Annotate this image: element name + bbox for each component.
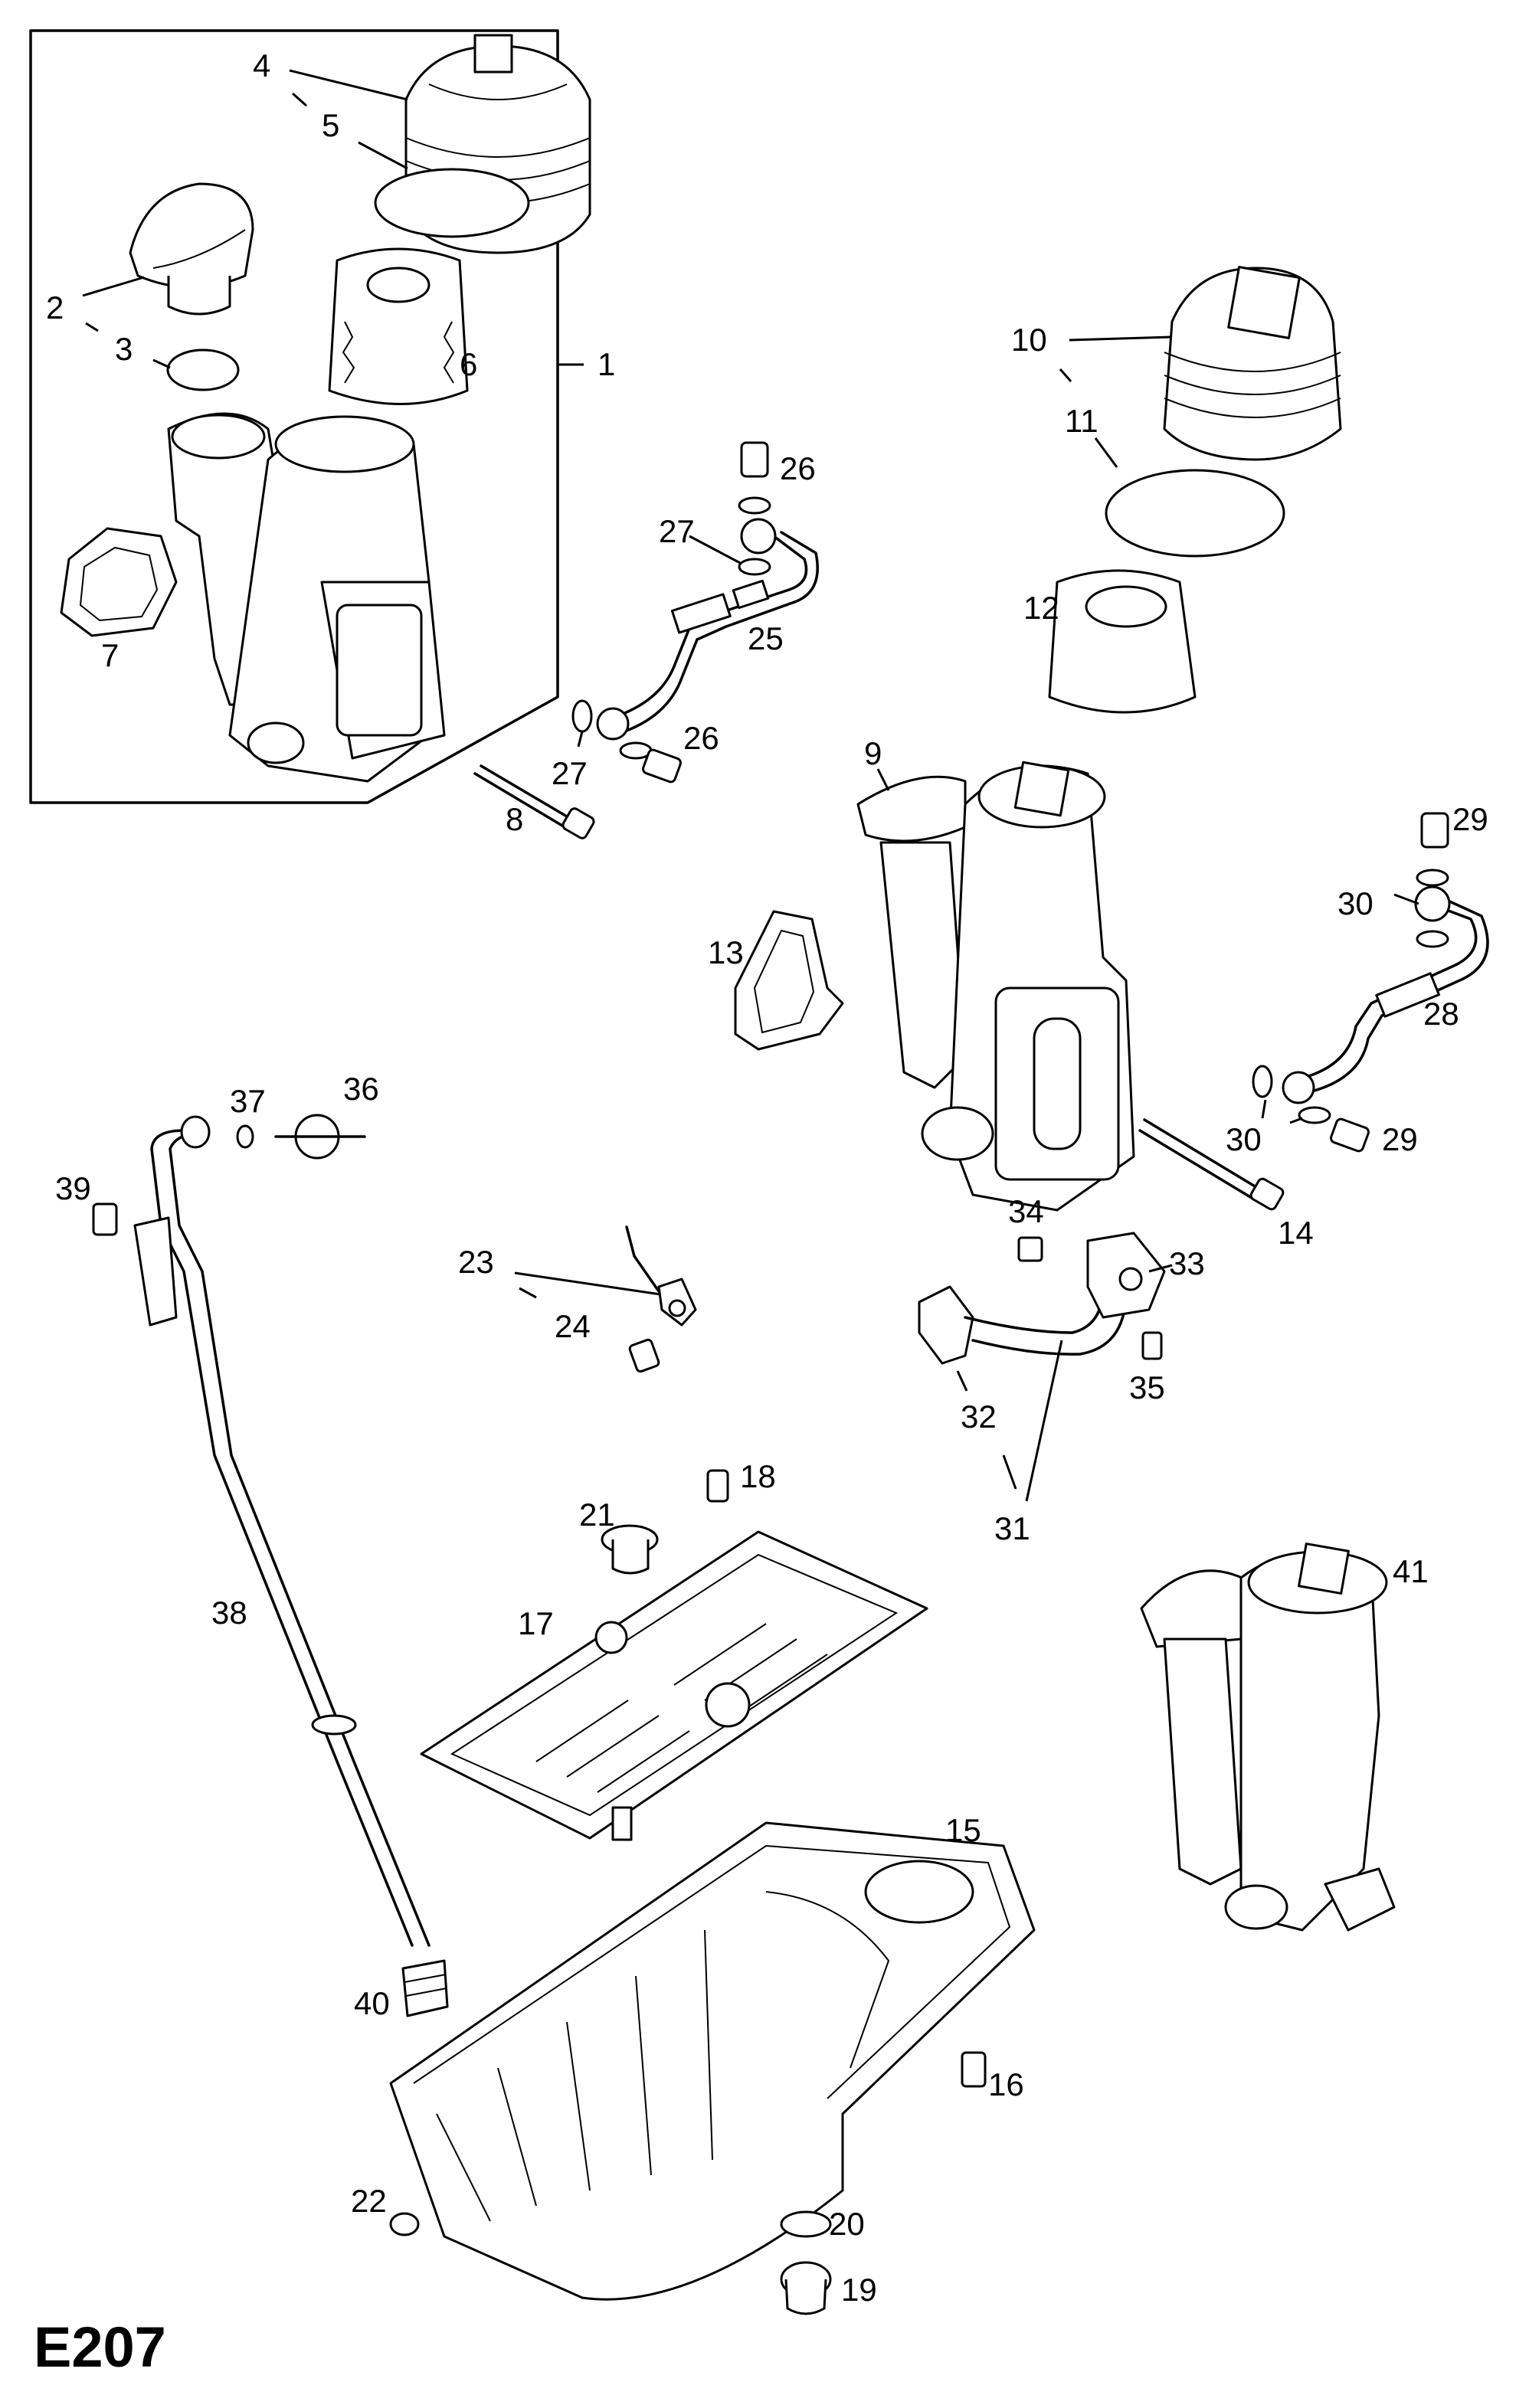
callout-label: 22	[351, 2183, 387, 2219]
part-7-gasket	[60, 527, 178, 637]
callout-label: 36	[343, 1071, 379, 1107]
part-5-o-ring	[374, 168, 530, 238]
part-21-plug	[601, 1524, 659, 1575]
callout-label: 17	[518, 1605, 554, 1641]
part-6-filter-element	[328, 247, 469, 405]
callout-label: 35	[1129, 1369, 1165, 1405]
callout-label: 40	[354, 1985, 390, 2021]
callout-label: 29	[1382, 1121, 1418, 1157]
part-9-housing	[856, 761, 1135, 1212]
part-15-oil-pan	[389, 1821, 1036, 2301]
callout-label: 32	[961, 1399, 997, 1435]
callout-label: 23	[458, 1244, 494, 1280]
callout-label: 30	[1337, 885, 1373, 921]
assembly-1-housing	[167, 412, 446, 783]
callout-label: 27	[659, 513, 695, 549]
part-10-filter-cap	[1069, 266, 1342, 461]
callout-label: 11	[1065, 403, 1098, 439]
callout-label: 16	[988, 2066, 1024, 2102]
callout-label: 20	[829, 2206, 865, 2242]
part-11-o-ring	[1105, 469, 1285, 558]
callout-label: 29	[1452, 801, 1488, 837]
part-18-bolt	[706, 1469, 729, 1503]
callout-label: 15	[945, 1812, 981, 1848]
callout-label: 5	[322, 107, 339, 143]
callout-label: 12	[1023, 590, 1059, 626]
part-2-filler-cap	[129, 182, 254, 316]
part-28-oil-pipe	[1252, 812, 1489, 1153]
callout-label: 4	[253, 47, 270, 83]
part-39-grommet	[401, 1959, 449, 2017]
callout-label: 28	[1423, 996, 1459, 1032]
callout-label: 18	[740, 1458, 776, 1494]
part-36-dipstick-handle	[274, 1114, 366, 1160]
part-22-plug	[389, 2212, 420, 2236]
part-20-washer	[780, 2210, 832, 2238]
part-12-filter-element	[1048, 569, 1197, 714]
callout-label: 19	[841, 2272, 877, 2308]
callout-label: 26	[683, 720, 719, 756]
part-14-bolt	[1138, 1118, 1285, 1211]
part-3-seal	[166, 348, 240, 391]
callout-labels: 4 5 2 3 6 1 7 8 26 27 25 27 26 10 11 12 …	[46, 47, 1488, 2308]
callout-label: 26	[780, 450, 816, 486]
callout-label: 14	[1278, 1215, 1314, 1251]
callout-label: 1	[598, 346, 615, 382]
part-38-dipstick-tube	[133, 1115, 431, 1947]
assembly-1-inset	[29, 29, 591, 804]
callout-label: 3	[115, 331, 133, 367]
part-24-bolt	[628, 1338, 660, 1373]
part-19-drain-plug	[780, 2261, 832, 2315]
callout-label: 10	[1011, 322, 1047, 358]
part-13-gasket	[734, 910, 844, 1051]
part-8-bolt	[473, 764, 595, 839]
callout-label: 27	[552, 755, 588, 791]
part-17-baffle-plate	[420, 1530, 928, 1841]
callout-label: 30	[1226, 1121, 1262, 1157]
callout-label: 13	[708, 934, 744, 970]
part-23-bracket	[514, 1225, 697, 1327]
part-25-oil-pipe	[571, 441, 819, 784]
diagram-code: E207	[34, 2315, 166, 2379]
part-37-seal	[236, 1124, 254, 1149]
callout-label: 24	[555, 1308, 591, 1344]
part-40-bolt	[92, 1202, 118, 1236]
callout-label: 9	[864, 735, 882, 771]
callout-label: 8	[506, 801, 523, 837]
part-31-pipe-assembly	[918, 1232, 1173, 1502]
callout-label: 31	[994, 1510, 1030, 1546]
callout-label: 34	[1008, 1193, 1044, 1229]
part-16-bolt	[961, 2051, 987, 2088]
callout-label: 21	[579, 1497, 615, 1533]
callout-label: 39	[55, 1170, 91, 1206]
callout-label: 6	[460, 346, 477, 382]
callout-label: 33	[1169, 1245, 1205, 1281]
callout-label: 2	[46, 290, 64, 326]
callout-label: 37	[230, 1083, 266, 1119]
callout-label: 38	[211, 1595, 247, 1631]
callout-label: 25	[748, 620, 784, 656]
callout-label: 41	[1393, 1553, 1429, 1589]
callout-label: 7	[101, 637, 119, 673]
part-41-housing-assembly	[1140, 1543, 1396, 1932]
